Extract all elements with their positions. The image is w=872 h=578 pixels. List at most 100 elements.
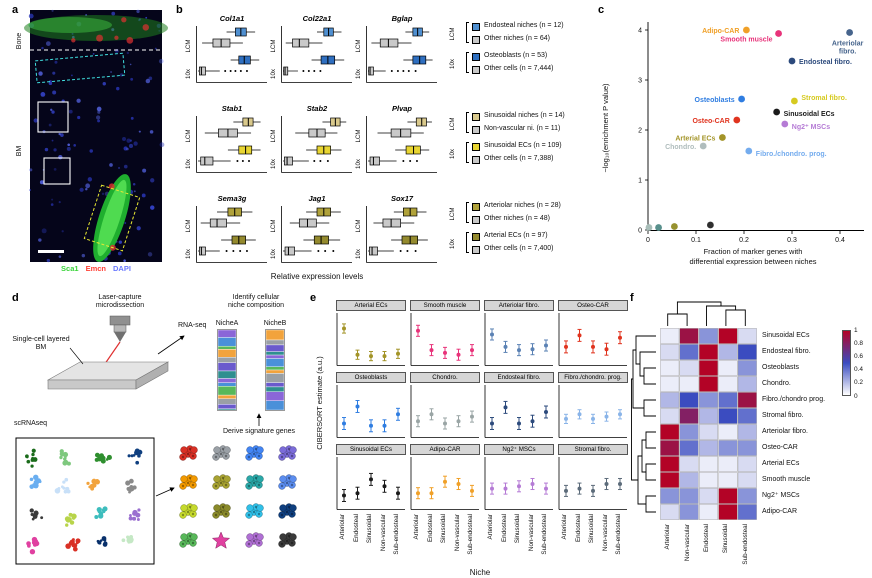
heatmap-cell [679, 472, 699, 488]
cibersort-plot [410, 313, 479, 366]
d-identify-label-1: Identify cellular [232, 294, 280, 301]
estimate-point [564, 488, 568, 493]
b-xaxis-label: Relative expression levels [270, 272, 364, 281]
e-niche-tick-label: Sinusoidal [514, 514, 521, 544]
scatter-point [743, 26, 750, 34]
panel-e-label: e [310, 292, 317, 304]
heatmap-cell [679, 424, 699, 440]
estimate-point [564, 344, 568, 349]
heatmap-cell [679, 440, 699, 456]
scatter-point-label: Stromal fibro. [801, 95, 847, 102]
scatter-point-label: Smooth muscle [720, 37, 772, 44]
e-niche-tick-label: Sub-endosteal [541, 514, 548, 555]
heatmap-cell [718, 328, 738, 344]
d-rnaseq-label: RNA-seq [178, 322, 207, 329]
cell-type-icon [212, 445, 231, 461]
f-col-label: Sub-endosteal [741, 524, 749, 565]
heatmap-cell [679, 488, 699, 504]
legend-swatch [472, 246, 480, 254]
legend-swatch [472, 66, 480, 74]
heatmap-cell [737, 424, 757, 440]
estimate-point [382, 354, 387, 359]
heatmap-cell [718, 472, 738, 488]
scatter-point [775, 30, 782, 37]
svg-text:0: 0 [638, 228, 642, 235]
estimate-point [443, 350, 447, 355]
estimate-point [355, 404, 360, 409]
f-row-label: Sinusoidal ECs [762, 332, 810, 339]
estimate-point [429, 348, 434, 353]
cell-type-icon [245, 445, 264, 461]
scatter-point-label: fibro. [839, 49, 857, 56]
heatmap-cell [699, 472, 719, 488]
legend-label: Osteoblasts (n = 53) [484, 52, 548, 59]
lcm-axis-label: LCM [355, 219, 362, 233]
boxplot-canvas [196, 26, 267, 83]
heatmap-cell [737, 472, 757, 488]
cell-type-icon [179, 503, 198, 519]
heatmap-cell [679, 376, 699, 392]
heatmap-cell [660, 488, 680, 504]
cibersort-tile: Arteriolar fibro. [484, 300, 554, 368]
estimate-point [490, 486, 494, 491]
cibersort-tile-title: Fibro./chondro. prog. [558, 372, 628, 383]
estimate-point [342, 326, 346, 331]
legend-bracket [466, 142, 469, 163]
heatmap-cell [699, 456, 719, 472]
heatmap-cell [699, 360, 719, 376]
cell-type-icon [179, 532, 198, 548]
boxplot-canvas [281, 206, 352, 263]
scatter-point-label: Endosteal fibro. [799, 59, 852, 66]
legend-swatch [472, 36, 480, 44]
legend-swatch [472, 156, 480, 164]
estimate-point [342, 421, 346, 426]
lcm-axis-label: LCM [270, 129, 277, 143]
heatmap-cell [737, 488, 757, 504]
cibersort-tile: Sinusoidal ECs [336, 444, 406, 512]
boxplot-canvas [281, 116, 352, 173]
cibersort-tile: Arterial ECs [336, 300, 406, 368]
tenx-axis-label: 10x [270, 69, 277, 79]
cibersort-tile: Chondro. [410, 372, 480, 440]
tenx-axis-label: 10x [355, 159, 362, 169]
heatmap-cell [679, 408, 699, 424]
legend-bracket [466, 22, 469, 43]
legend-label: Arterial ECs (n = 97) [484, 232, 548, 239]
d-layered-bm-label-2: BM [35, 344, 47, 351]
e-niche-tick-label: Endosteal [500, 514, 508, 543]
heatmap-cell [737, 456, 757, 472]
c-xaxis-label-1: Fraction of marker genes with [703, 247, 803, 256]
heatmap-cell [699, 504, 719, 520]
panel-f-label: f [630, 292, 634, 304]
cibersort-grid: Arterial ECs Smooth muscle Arteriolar fibr… [336, 300, 632, 514]
d-scrnaseq-label: scRNAseq [14, 420, 48, 427]
dendrogram-top [667, 301, 746, 326]
heatmap-cell [718, 488, 738, 504]
cibersort-plot [484, 385, 553, 438]
heatmap-cell [718, 456, 738, 472]
scatter-point [699, 142, 707, 150]
estimate-point [530, 419, 535, 424]
cibersort-plot [410, 385, 479, 438]
legend-bracket [466, 202, 469, 223]
cibersort-tile: Stromal fibro. [558, 444, 628, 512]
estimate-point [443, 421, 447, 426]
boxplot-canvas [366, 26, 437, 83]
estimate-point [470, 348, 474, 353]
f-row-label: Ng2⁺ MSCs [762, 492, 800, 499]
stain-label: Sca1 [61, 264, 79, 273]
scatter-point [671, 223, 678, 230]
d-derive-label: Derive signature genes [223, 428, 295, 435]
scatter-point-label: Chondro. [665, 144, 696, 151]
cell-type-icon [212, 503, 231, 519]
cibersort-tile-title: Smooth muscle [410, 300, 480, 311]
heatmap-cell [737, 392, 757, 408]
estimate-point [456, 419, 461, 424]
svg-text:1: 1 [638, 178, 642, 185]
legend-bracket [466, 52, 469, 73]
legend-label: Endosteal niches (n = 12) [484, 22, 564, 29]
scatter-point [791, 97, 798, 105]
